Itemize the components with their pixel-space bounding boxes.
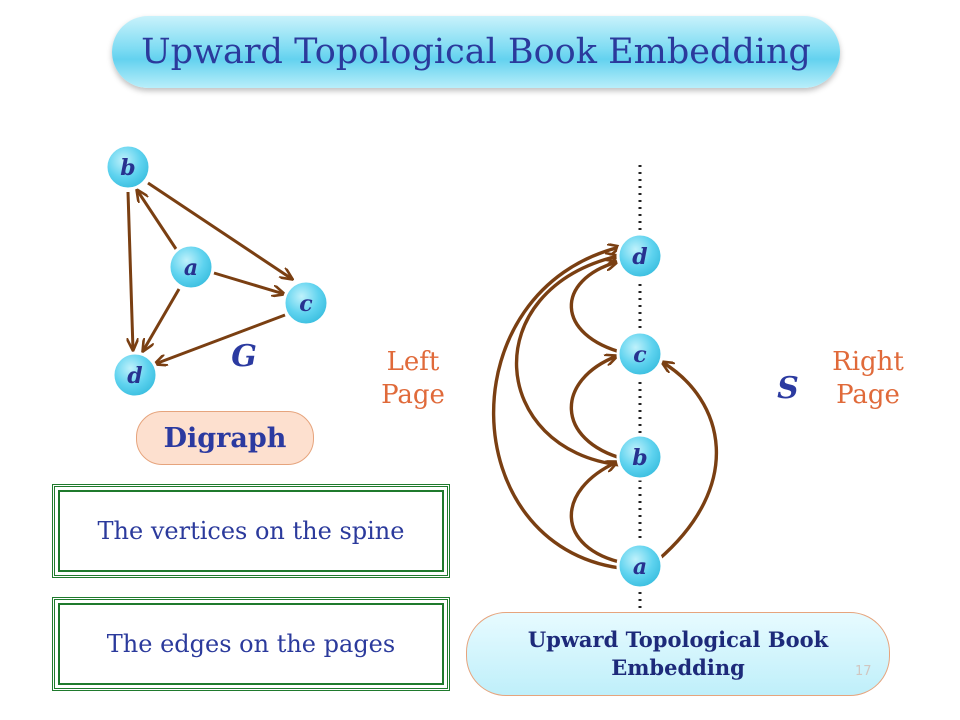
edge-b-d-left (514, 256, 620, 467)
spine-label: S (777, 371, 799, 406)
edge-a-d-left (492, 247, 620, 570)
edge-b-c-left (569, 356, 625, 461)
digraph-badge: Digraph (136, 411, 314, 465)
embedding-edges (492, 247, 719, 570)
vertices-caption-frame: The vertices on the spine (58, 490, 444, 572)
graph-node-b: b (104, 143, 152, 191)
digraph-label: Digraph (163, 422, 287, 454)
spine-node-c: c (616, 330, 664, 378)
edges-caption-frame: The edges on the pages (58, 603, 444, 685)
graph-node-c: c (282, 279, 330, 327)
page-title: Upward Topological Book Embedding (141, 32, 811, 72)
edges-caption: The edges on the pages (106, 630, 396, 658)
edge-b-d (126, 191, 133, 350)
spine-node-d-label: d (632, 244, 647, 270)
vertices-caption-box: The vertices on the spine (52, 484, 450, 578)
graph-node-c-label: c (299, 291, 313, 317)
spine-node-a: a (616, 542, 664, 590)
edge-a-b-left (569, 462, 625, 565)
graph-node-a-label: a (184, 255, 198, 281)
spine-node-b-label: b (632, 445, 647, 471)
graph-node-b-label: b (120, 155, 135, 181)
bottom-caption-pill: Upward Topological Book Embedding (466, 612, 890, 696)
edge-b-c (147, 181, 292, 279)
bottom-caption: Upward Topological Book Embedding (527, 627, 829, 680)
graph-label: G (231, 339, 257, 374)
spine-node-b: b (616, 433, 664, 481)
slide-number: 17 (855, 664, 872, 679)
graph-node-d-label: d (127, 363, 142, 389)
right-page-label: Right Page (832, 347, 904, 410)
title-banner: Upward Topological Book Embedding (112, 16, 840, 88)
graph-node-d: d (111, 351, 159, 399)
vertices-caption: The vertices on the spine (97, 517, 405, 545)
spine-node-d: d (616, 232, 664, 280)
edges-caption-box: The edges on the pages (52, 597, 450, 691)
edge-a-d (143, 288, 181, 351)
graph-edges (126, 181, 292, 364)
spine-node-c-label: c (633, 342, 647, 368)
spine-node-a-label: a (633, 554, 647, 580)
edge-a-c (213, 271, 284, 294)
edge-c-d (155, 313, 286, 364)
left-page-label: Left Page (381, 347, 445, 410)
graph-node-a: a (167, 243, 215, 291)
edge-a-b (137, 190, 180, 253)
edge-a-c-right (656, 362, 719, 562)
edge-c-d-left (569, 262, 625, 355)
